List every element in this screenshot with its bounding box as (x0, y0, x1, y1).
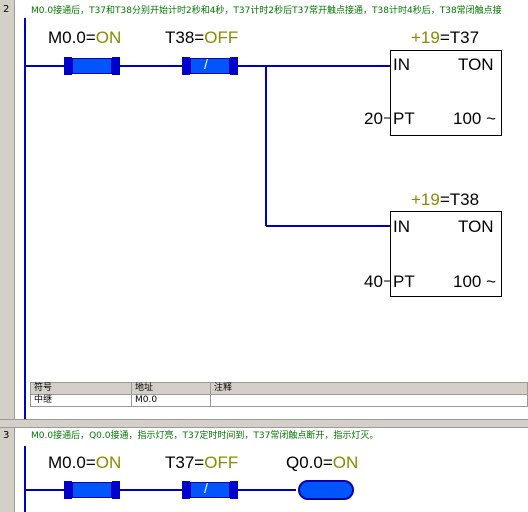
contact-operand: M0.0 (48, 453, 86, 472)
network-separator (0, 419, 528, 428)
timer-block-t37[interactable] (390, 50, 502, 136)
timer-block-t38[interactable] (390, 211, 502, 297)
timer-t38-title: +19=T38 (411, 190, 480, 209)
timer-in-label: IN (393, 55, 410, 74)
timer-time-base: 100 ~ (453, 272, 497, 291)
contact-operand: M0.0 (48, 28, 86, 47)
symbol-table-cell[interactable]: M0.0 (131, 394, 211, 407)
contact-status: ON (95, 453, 122, 472)
network-gutter (0, 0, 15, 512)
contact-label-m0-0: M0.0=ON (48, 28, 122, 47)
network-2-comment[interactable]: M0.0接通后，T37和T38分别开始计时2秒和4秒，T37计时2秒后T37常开… (31, 6, 502, 16)
contact-operand: T38 (165, 28, 195, 47)
timer-current-value: +19 (411, 28, 440, 47)
timer-t37-title: +19=T37 (411, 28, 480, 47)
timer-type-label: TON (458, 217, 494, 236)
contact-status: OFF (204, 453, 239, 472)
symbol-table-header-address: 地址 (131, 382, 211, 395)
timer-pt-label: PT (393, 272, 415, 291)
timer-name: T37 (449, 28, 480, 47)
network-3-comment[interactable]: M0.0接通后，Q0.0接通，指示灯亮，T37定时时间到，T37常闭触点断开，指… (31, 431, 379, 441)
output-coil-q0-0[interactable] (294, 480, 358, 500)
network-number-3: 3 (3, 430, 10, 441)
coil-status: ON (332, 453, 359, 472)
symbol-table-header-comment: 注释 (210, 382, 528, 395)
nc-slash: / (204, 56, 208, 72)
contact-t38-normally-closed[interactable]: / (182, 56, 238, 75)
contact-status: ON (95, 28, 122, 47)
power-rail-network-3 (24, 446, 26, 512)
timer-pt-label: PT (393, 109, 415, 128)
network-number-2: 2 (3, 4, 10, 15)
symbol-table[interactable]: 符号 地址 注释 中继 M0.0 (30, 382, 528, 407)
symbol-table-header-symbol: 符号 (30, 382, 132, 395)
timer-current-value: +19 (411, 190, 440, 209)
timer-time-base: 100 ~ (453, 109, 497, 128)
timer-preset-value[interactable]: 20 (364, 109, 383, 128)
contact-label-t37: T37=OFF (165, 453, 239, 472)
contact-label-m0-0: M0.0=ON (48, 453, 122, 472)
timer-type-label: TON (458, 55, 494, 74)
power-rail-network-2 (24, 18, 26, 422)
contact-m0-0-normally-open[interactable] (64, 57, 120, 75)
contact-label-t38: T38=OFF (165, 28, 239, 47)
timer-preset-value[interactable]: 40 (364, 272, 383, 291)
symbol-table-cell[interactable]: 中继 (30, 394, 132, 407)
coil-label-q0-0: Q0.0=ON (286, 453, 359, 472)
timer-in-label: IN (393, 217, 410, 236)
contact-m0-0-normally-open[interactable] (64, 481, 120, 499)
nc-slash: / (204, 480, 208, 496)
timer-name: T38 (449, 190, 480, 209)
coil-operand: Q0.0 (286, 453, 323, 472)
contact-t37-normally-closed[interactable]: / (182, 480, 238, 499)
contact-status: OFF (204, 28, 239, 47)
symbol-table-cell[interactable] (210, 394, 528, 407)
contact-operand: T37 (165, 453, 195, 472)
